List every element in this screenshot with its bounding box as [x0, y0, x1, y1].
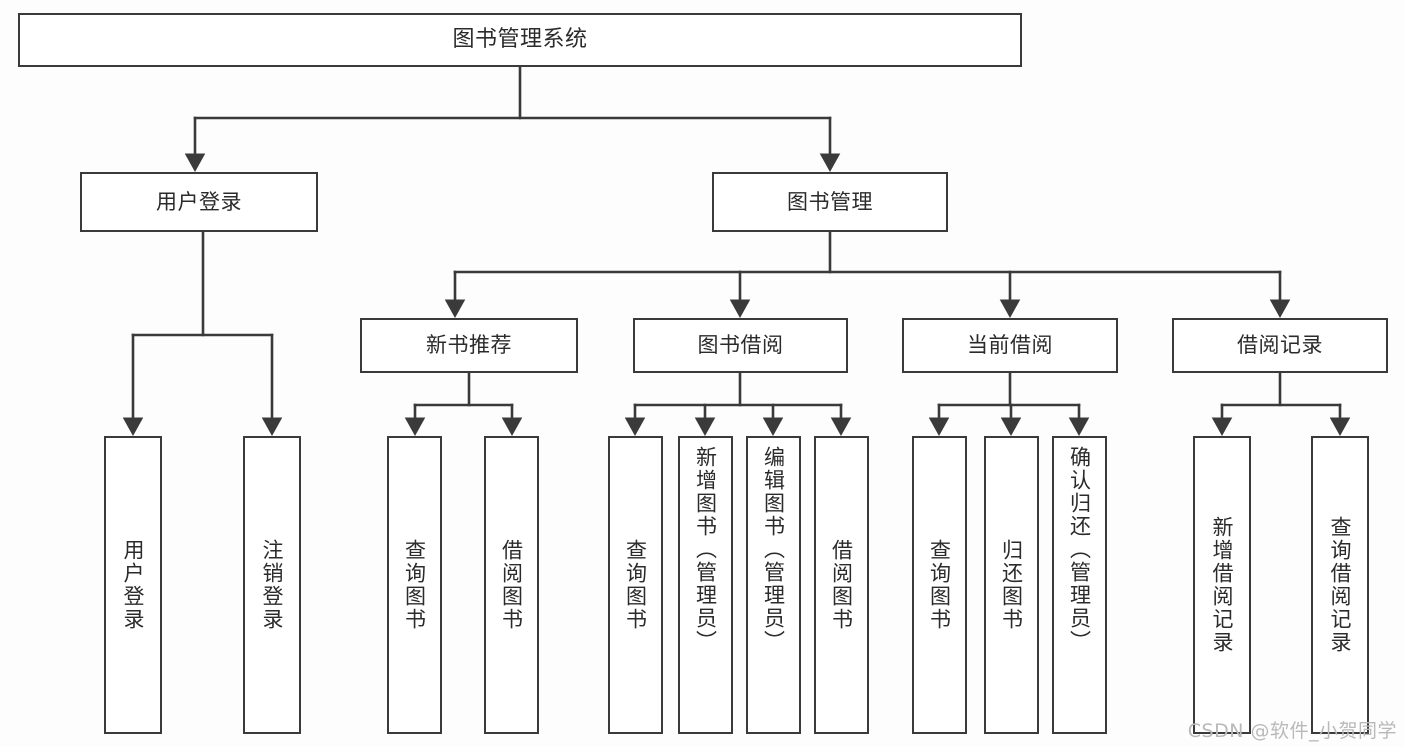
- node-root[interactable]: 图书管理系统: [18, 13, 1022, 67]
- node-leaf-user-login-label: 用户登录: [121, 539, 146, 631]
- node-borrow-record-label: 借阅记录: [1237, 333, 1323, 358]
- node-root-label: 图书管理系统: [452, 27, 588, 53]
- node-leaf-return-book[interactable]: 归还图书: [984, 436, 1039, 734]
- node-leaf-confirm-return[interactable]: 确认归还（管理员）: [1052, 436, 1107, 734]
- node-leaf-confirm-return-label: 确认归还（管理员）: [1067, 446, 1092, 653]
- node-leaf-query-book-3-label: 查询图书: [927, 539, 952, 631]
- node-leaf-user-login[interactable]: 用户登录: [104, 436, 162, 734]
- node-leaf-query-book-2[interactable]: 查询图书: [608, 436, 663, 734]
- node-new-book-recommend-label: 新书推荐: [426, 333, 512, 358]
- node-leaf-return-book-label: 归还图书: [999, 539, 1024, 631]
- node-leaf-query-book-3[interactable]: 查询图书: [912, 436, 967, 734]
- node-leaf-borrow-book-2-label: 借阅图书: [829, 539, 854, 631]
- node-leaf-add-record[interactable]: 新增借阅记录: [1193, 436, 1251, 734]
- node-leaf-borrow-book-1-label: 借阅图书: [499, 539, 524, 631]
- node-leaf-borrow-book-1[interactable]: 借阅图书: [484, 436, 539, 734]
- node-leaf-add-book[interactable]: 新增图书（管理员）: [678, 436, 733, 734]
- node-leaf-query-book-1-label: 查询图书: [402, 539, 427, 631]
- node-user-login[interactable]: 用户登录: [80, 172, 318, 232]
- node-leaf-query-book-2-label: 查询图书: [623, 539, 648, 631]
- node-borrow-record[interactable]: 借阅记录: [1172, 318, 1388, 373]
- node-leaf-logout-label: 注销登录: [260, 539, 285, 631]
- node-book-borrow[interactable]: 图书借阅: [633, 318, 848, 373]
- node-leaf-logout[interactable]: 注销登录: [243, 436, 301, 734]
- node-leaf-query-book-1[interactable]: 查询图书: [387, 436, 442, 734]
- node-current-borrow-label: 当前借阅: [967, 333, 1053, 358]
- node-leaf-query-record[interactable]: 查询借阅记录: [1311, 436, 1369, 734]
- node-leaf-edit-book-label: 编辑图书（管理员）: [761, 446, 786, 653]
- node-book-borrow-label: 图书借阅: [697, 333, 784, 358]
- node-book-manage[interactable]: 图书管理: [712, 172, 948, 232]
- node-book-manage-label: 图书管理: [787, 189, 873, 214]
- node-new-book-recommend[interactable]: 新书推荐: [360, 318, 578, 373]
- node-leaf-query-record-label: 查询借阅记录: [1328, 516, 1353, 654]
- node-current-borrow[interactable]: 当前借阅: [902, 318, 1118, 373]
- node-leaf-edit-book[interactable]: 编辑图书（管理员）: [746, 436, 801, 734]
- watermark: CSDN @软件_小贺同学: [1187, 720, 1397, 742]
- node-user-login-label: 用户登录: [156, 189, 242, 214]
- node-leaf-add-record-label: 新增借阅记录: [1210, 516, 1235, 654]
- node-leaf-borrow-book-2[interactable]: 借阅图书: [814, 436, 869, 734]
- node-leaf-add-book-label: 新增图书（管理员）: [693, 446, 718, 653]
